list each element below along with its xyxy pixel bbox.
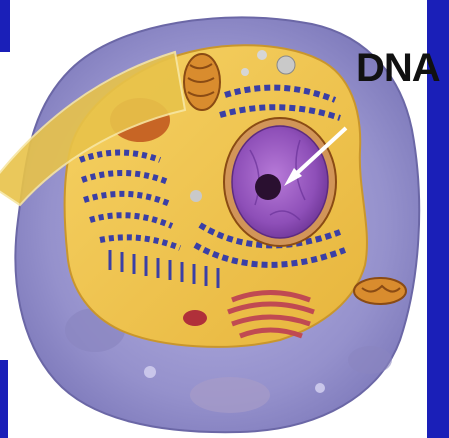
vesicle [241,68,249,76]
dna-label: DNA [356,46,440,90]
mitochondrion [354,278,406,304]
mitochondrion [184,54,220,110]
vesicle [257,50,267,60]
vesicle [190,190,202,202]
lysosome [183,310,207,326]
vesicle [315,383,325,393]
vesicle [277,56,295,74]
vesicle [190,377,270,413]
vesicle [144,366,156,378]
nucleolus [255,174,281,200]
vesicle [348,346,392,374]
